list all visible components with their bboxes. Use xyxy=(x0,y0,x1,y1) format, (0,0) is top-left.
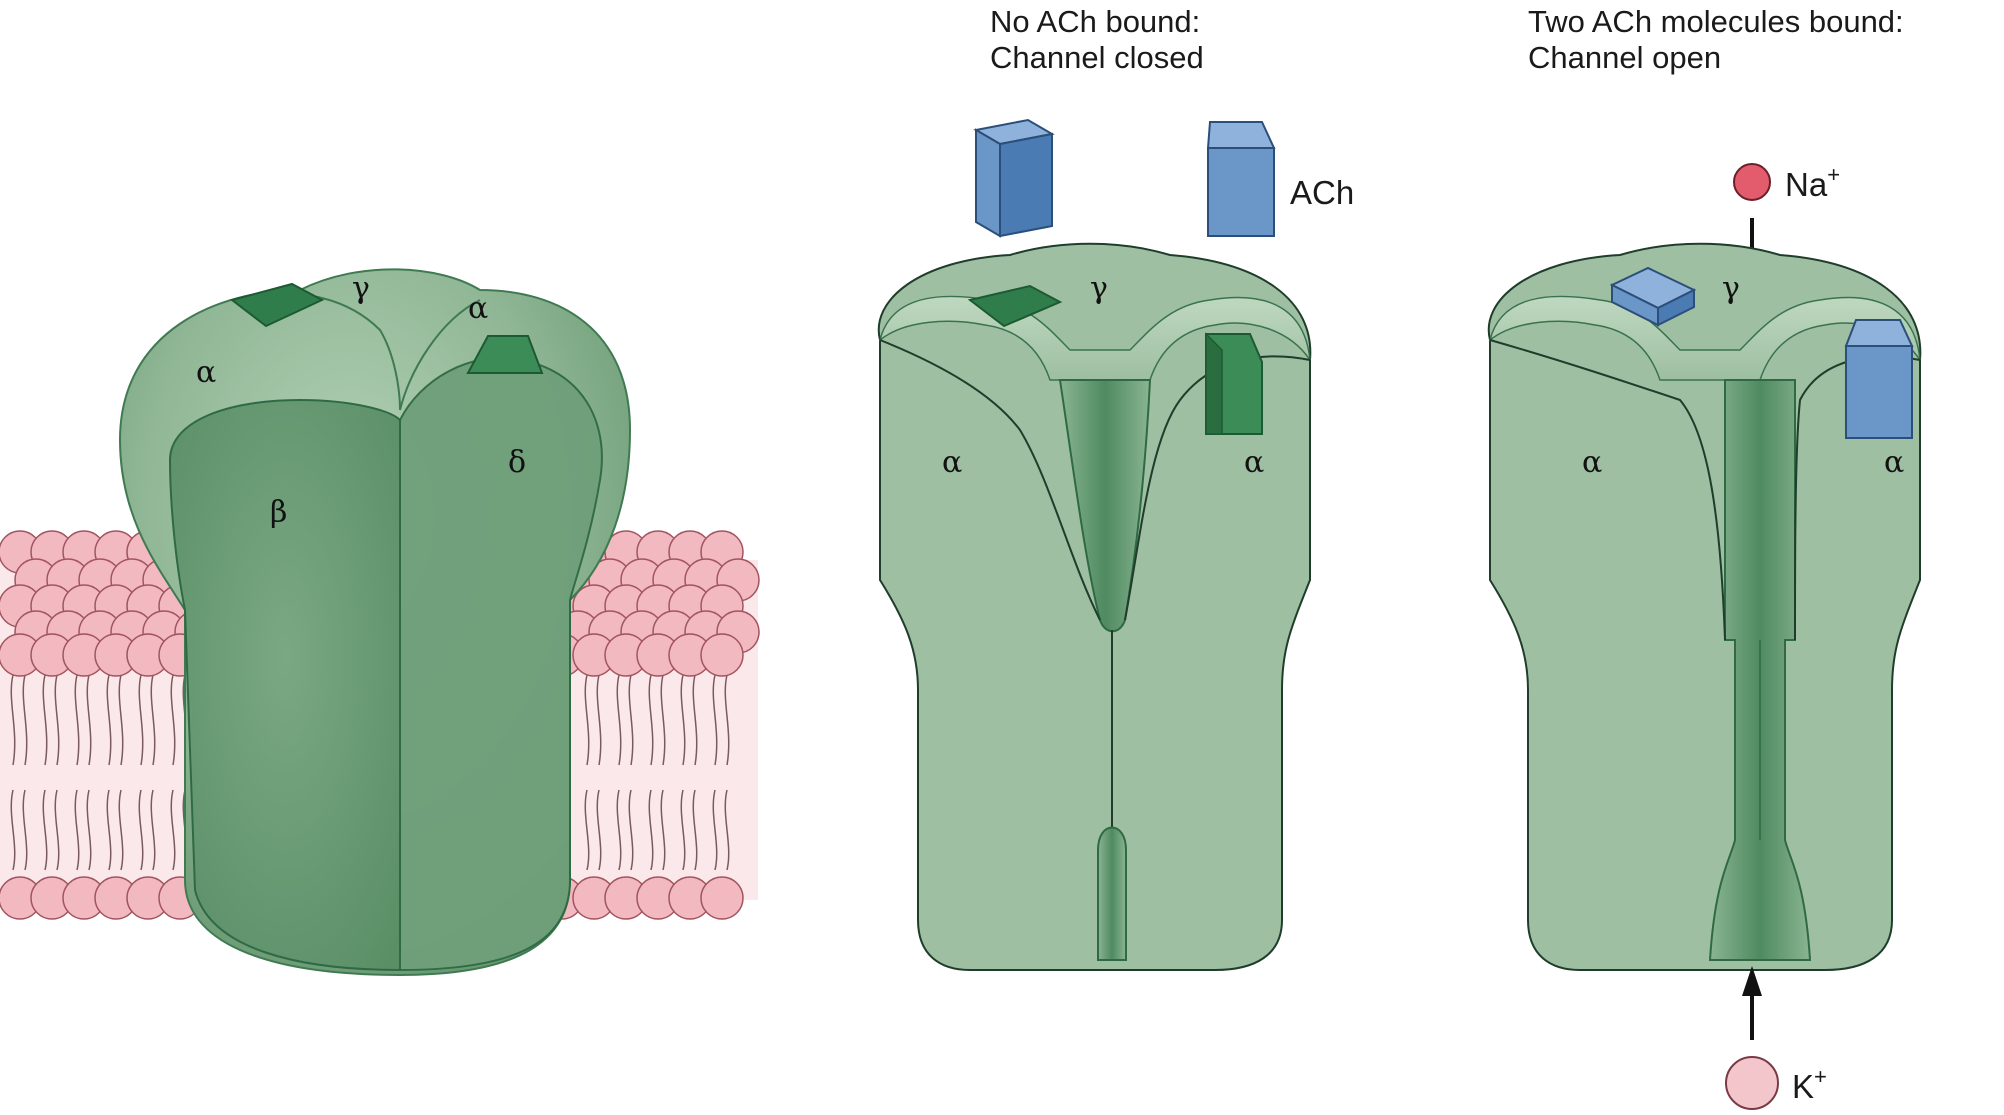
ach-label: ACh xyxy=(1290,174,1354,211)
caption-open-line1: Two ACh molecules bound: xyxy=(1528,4,1904,39)
panel-closed: No ACh bound: Channel closed ACh γ α α xyxy=(877,4,1354,971)
lipid-tail xyxy=(648,674,654,871)
panel-open: Two ACh molecules bound: Channel open Na… xyxy=(1487,4,1922,1110)
lipid-tail xyxy=(118,674,124,871)
alpha-left-outline xyxy=(879,339,1101,621)
caption-closed-line2: Channel closed xyxy=(990,40,1204,75)
lipid-head xyxy=(700,633,744,677)
lipid-tail xyxy=(22,674,28,871)
label-alpha-left: α xyxy=(196,355,216,390)
label-alpha-right: α xyxy=(468,291,488,326)
lipid-tail xyxy=(106,674,112,871)
k-ion xyxy=(1725,1056,1779,1110)
lipid-tail xyxy=(10,674,16,871)
na-ion-label: Na+ xyxy=(1785,162,1840,203)
lipid-tail xyxy=(86,674,92,871)
top-ridge-right xyxy=(399,299,481,411)
vestibule-closed xyxy=(1058,379,1152,633)
lipid-tail xyxy=(54,674,60,871)
membrane-left xyxy=(0,530,220,920)
caption-open-line2: Channel open xyxy=(1528,40,1721,75)
receptor-3d-view: α γ α β δ xyxy=(118,268,632,977)
ach-molecule-free-1 xyxy=(973,118,1055,238)
lipid-tail xyxy=(170,674,176,871)
label-delta: δ xyxy=(508,445,526,480)
ach-molecule-bound-1 xyxy=(1609,266,1697,327)
lipid-tail xyxy=(628,674,634,871)
lipid-tail xyxy=(584,674,590,871)
lipid-head xyxy=(700,876,744,920)
binding-site-left xyxy=(229,282,325,328)
ach-molecule-free-2 xyxy=(1206,121,1276,237)
label-beta: β xyxy=(270,495,287,530)
lipid-tail xyxy=(138,674,144,871)
lipid-tail xyxy=(74,674,80,871)
label-open-alpha-left: α xyxy=(1582,445,1602,480)
lipid-tail xyxy=(712,674,718,871)
lipid-tail xyxy=(692,674,698,871)
k-ion-label: K+ xyxy=(1792,1064,1827,1105)
na-ion xyxy=(1733,163,1771,201)
beta-subunit xyxy=(168,398,401,972)
ach-molecule-bound-2 xyxy=(1844,319,1914,439)
lipid-tail xyxy=(616,674,622,871)
lipid-tail xyxy=(680,674,686,871)
label-gamma: γ xyxy=(352,271,370,306)
label-closed-alpha-left: α xyxy=(942,445,962,480)
caption-closed-line1: No ACh bound: xyxy=(990,4,1200,39)
lipid-tail xyxy=(724,674,730,871)
binding-site-closed-left xyxy=(967,284,1063,328)
lipid-tail xyxy=(42,674,48,871)
open-alpha-left-outline xyxy=(1489,339,1726,641)
label-open-gamma: γ xyxy=(1722,271,1740,306)
label-closed-alpha-right: α xyxy=(1244,445,1264,480)
lipid-tail xyxy=(596,674,602,871)
label-open-alpha-right: α xyxy=(1884,445,1904,480)
k-flow-arrow-head xyxy=(1742,966,1762,996)
binding-site-closed-right-side xyxy=(1205,332,1223,435)
binding-site-right xyxy=(466,335,544,374)
lipid-tail xyxy=(150,674,156,871)
channel-open-body xyxy=(1487,242,1922,971)
label-closed-gamma: γ xyxy=(1090,271,1108,306)
pore-bottom-closed xyxy=(1097,826,1127,961)
lipid-tail xyxy=(660,674,666,871)
